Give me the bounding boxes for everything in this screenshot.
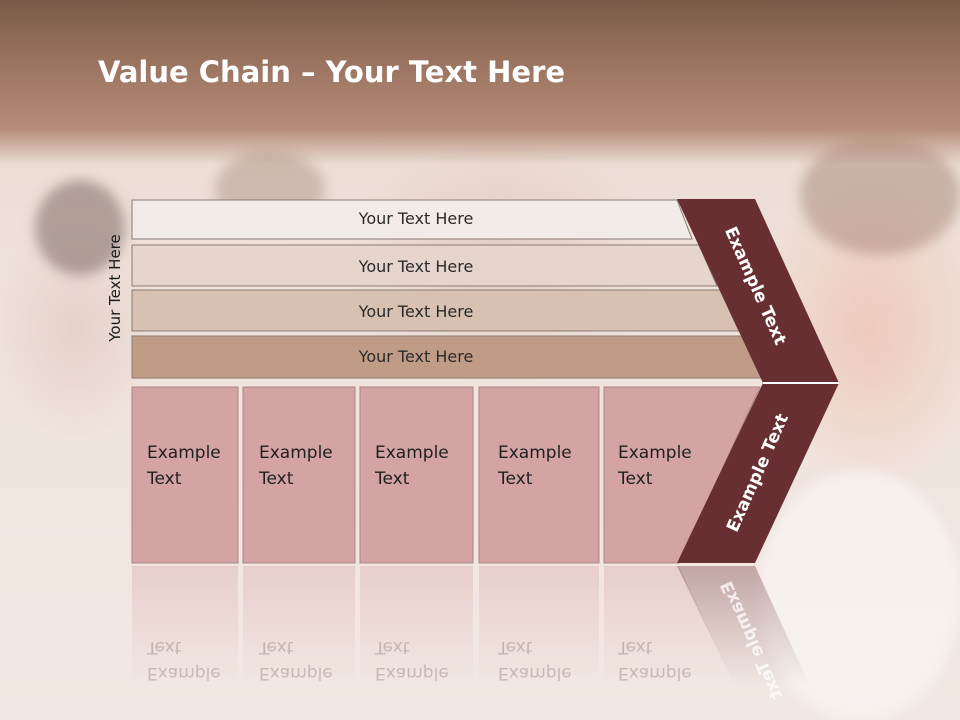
margin-chevron bbox=[677, 199, 839, 563]
reflection-column-2 bbox=[243, 566, 355, 686]
support-row-2 bbox=[131, 244, 718, 287]
column-2-line1: Example bbox=[259, 443, 333, 463]
reflection-2-line1: Example bbox=[259, 663, 333, 683]
support-row-2-label: Your Text Here bbox=[358, 257, 474, 276]
support-row-3-label: Your Text Here bbox=[358, 302, 474, 321]
support-row-4-label: Your Text Here bbox=[358, 347, 474, 366]
reflection-chevron bbox=[677, 566, 810, 686]
title-bold-text: Value Chain bbox=[98, 55, 291, 89]
reflection-3-line1: Example bbox=[375, 663, 449, 683]
column-4-line2: Text bbox=[498, 469, 533, 489]
reflection-column-1-label: Example Text bbox=[147, 634, 247, 686]
support-row-1 bbox=[131, 199, 693, 240]
reflection-4-line2: Text bbox=[498, 637, 533, 657]
title-rest-text: – Your Text Here bbox=[290, 55, 566, 89]
column-3-line2: Text bbox=[375, 469, 410, 489]
column-1-line2: Text bbox=[147, 469, 182, 489]
column-1-line1: Example bbox=[147, 443, 221, 463]
column-2-line2: Text bbox=[259, 469, 294, 489]
column-3-line1: Example bbox=[375, 443, 449, 463]
column-5-line2: Text bbox=[618, 469, 653, 489]
header-band bbox=[0, 0, 960, 165]
reflection-2-line2: Text bbox=[259, 637, 294, 657]
column-4-line1: Example bbox=[498, 443, 572, 463]
primary-column-3 bbox=[359, 386, 474, 564]
reflection-5-line1: Example bbox=[618, 663, 692, 683]
column-5-line1: Example bbox=[618, 443, 692, 463]
primary-column-2 bbox=[242, 386, 356, 564]
slide-title: Value Chain – Your Text Here bbox=[98, 55, 565, 89]
reflection-column-2-label: Example Text bbox=[259, 634, 359, 686]
primary-column-1 bbox=[131, 386, 239, 564]
reflection-column-5-label: Example Text bbox=[618, 634, 718, 686]
support-row-1-label: Your Text Here bbox=[358, 209, 474, 228]
reflection-1-line1: Example bbox=[147, 663, 221, 683]
reflection-column-4 bbox=[479, 566, 599, 686]
reflection-column-3 bbox=[360, 566, 473, 686]
reflection-1-line2: Text bbox=[147, 637, 182, 657]
reflection-5-line2: Text bbox=[618, 637, 653, 657]
reflection-column-1 bbox=[132, 566, 238, 686]
reflection-4-line1: Example bbox=[498, 663, 572, 683]
reflection-column-4-label: Example Text bbox=[498, 634, 598, 686]
reflection-column-3-label: Example Text bbox=[375, 634, 475, 686]
reflection-3-line2: Text bbox=[375, 637, 410, 657]
background-figure-left bbox=[35, 180, 125, 275]
primary-column-4 bbox=[478, 386, 600, 564]
reflection-column-5 bbox=[604, 566, 735, 686]
